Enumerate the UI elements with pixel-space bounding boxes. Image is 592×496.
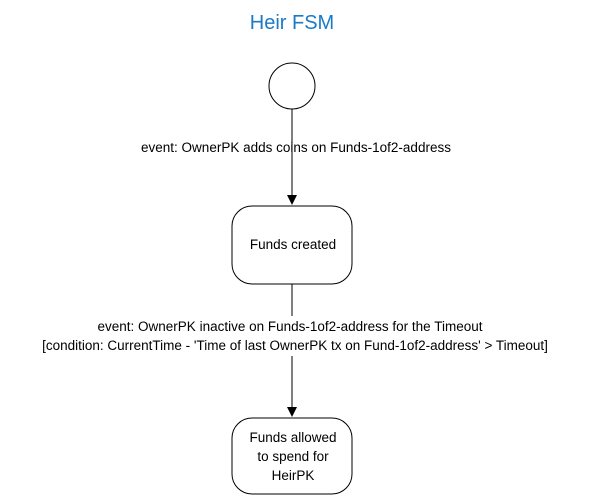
state-funds-allowed-line-1: Funds allowed xyxy=(249,430,336,445)
state-funds-allowed xyxy=(231,417,353,495)
diagram-title: Heir FSM xyxy=(250,12,334,34)
state-funds-allowed-line-3: HeirPK xyxy=(272,468,315,483)
transition-2-event-label: event: OwnerPK inactive on Funds-1of2-ad… xyxy=(98,319,483,334)
state-funds-created-label: Funds created xyxy=(250,237,336,252)
transition-2-condition-label: [condition: CurrentTime - 'Time of last … xyxy=(42,338,548,353)
transition-1-event-label: event: OwnerPK adds coins on Funds-1of2-… xyxy=(141,140,451,155)
label-bg-2 xyxy=(80,316,512,356)
state-funds-allowed-line-2: to spend for xyxy=(257,449,329,464)
initial-state-node xyxy=(268,62,316,110)
